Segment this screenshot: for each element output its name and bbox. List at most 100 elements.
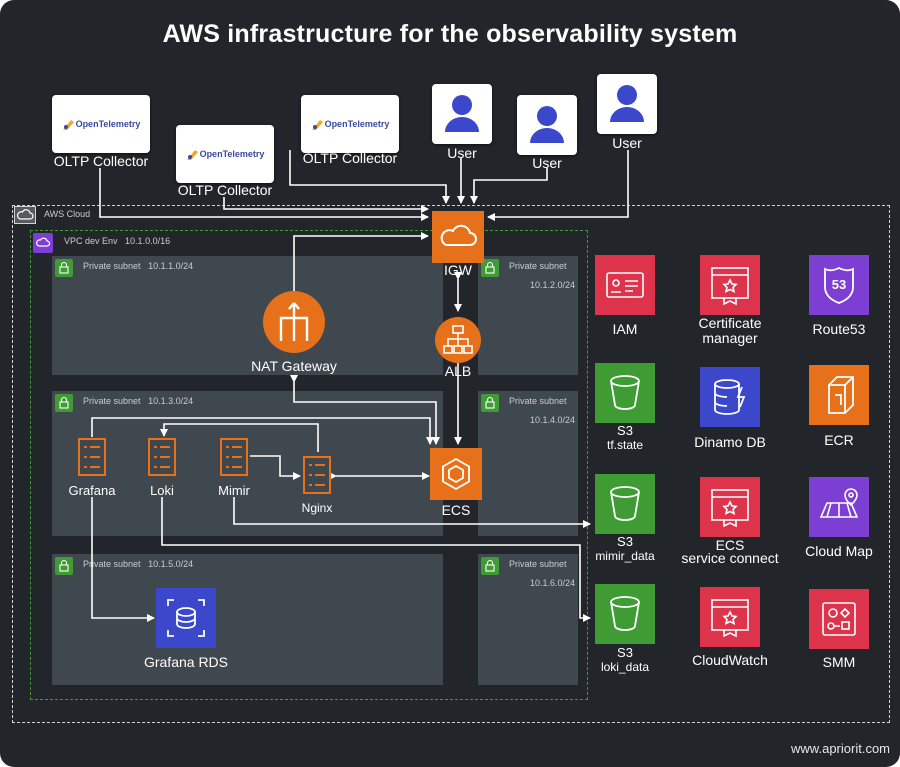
dynamodb-label: Dinamo DB [694, 434, 766, 450]
ecs-service-connect-label-1: ECS [715, 537, 745, 553]
ecs-service-connect-tile [700, 477, 760, 537]
alb-node [435, 317, 481, 363]
ecs-service-connect-label-2: service connect [681, 550, 779, 566]
ecs-icon [442, 457, 470, 491]
grafana-task-icon [76, 437, 108, 477]
iam-icon [606, 272, 644, 298]
route53-label: Route53 [812, 321, 866, 337]
collector-label: OLTP Collector [53, 153, 149, 169]
aws-cloud-boundary [12, 205, 890, 723]
otel-collector-card: OpenTelemetry [176, 125, 274, 183]
subnet-name: Private subnet [83, 559, 141, 569]
database-icon [167, 599, 205, 637]
cloud-icon [440, 224, 477, 246]
loki-label: Loki [150, 483, 174, 498]
cloudwatch-tile [700, 587, 760, 647]
user-card [517, 95, 577, 155]
bucket-icon [610, 375, 640, 410]
cloud-map-icon [819, 488, 859, 518]
subnet-1-label: Private subnet 10.1.1.0/24 [83, 261, 193, 271]
subnet-2-cidr: 10.1.2.0/24 [530, 280, 576, 290]
alb-label: ALB [444, 363, 472, 379]
igw-node [432, 211, 484, 263]
diagram-title: AWS infrastructure for the observability… [162, 20, 738, 48]
iam-tile [595, 255, 655, 315]
dynamodb-tile [700, 367, 760, 427]
dynamodb-icon [714, 379, 746, 415]
subnet-6-cidr: 10.1.6.0/24 [530, 578, 576, 588]
vpc-label: VPC dev Env 10.1.0.0/16 [64, 236, 170, 246]
user-icon [445, 95, 479, 132]
certificate-manager-label-1: Certificate [698, 315, 762, 331]
subnet-5 [52, 554, 443, 685]
certificate-icon [711, 267, 749, 306]
telescope-icon [186, 150, 198, 160]
vpc-name: VPC dev Env [64, 236, 118, 246]
igw-label: IGW [444, 262, 472, 278]
user-icon [530, 106, 564, 143]
lock-icon [55, 259, 73, 277]
subnet-5-label: Private subnet 10.1.5.0/24 [83, 559, 193, 569]
subnet-6 [478, 554, 578, 685]
grafana-label: Grafana [68, 483, 116, 498]
iam-label: IAM [612, 321, 638, 337]
otel-collector-card: OpenTelemetry [52, 95, 150, 153]
telescope-icon [311, 120, 323, 130]
mimir-task-icon [218, 437, 250, 477]
vpc-icon [33, 233, 53, 253]
vpc-boundary [30, 230, 588, 700]
collector-label: OLTP Collector [302, 150, 398, 166]
certificate-manager-label-2: manager [702, 330, 758, 346]
otel-logo-text: OpenTelemetry [199, 149, 265, 159]
cloud-map-label: Cloud Map [805, 543, 873, 559]
cloudwatch-icon [711, 599, 749, 638]
nginx-task-icon [301, 455, 333, 495]
nat-gateway-label: NAT Gateway [251, 358, 337, 374]
s3-tfstate-label-2: tf.state [606, 438, 644, 452]
s3-loki-tile [595, 584, 655, 644]
mimir-label: Mimir [218, 483, 250, 498]
subnet-name: Private subnet [83, 261, 141, 271]
user-label: User [612, 135, 642, 151]
cloudwatch-label: CloudWatch [692, 652, 768, 668]
rds-label: Grafana RDS [143, 654, 229, 670]
lock-icon [55, 394, 73, 412]
lock-icon [481, 557, 499, 575]
ecs-label: ECS [441, 502, 471, 518]
ecr-tile [809, 365, 869, 425]
nat-gateway-node [263, 291, 325, 353]
subnet-cidr: 10.1.5.0/24 [148, 559, 194, 569]
loki-task-icon [146, 437, 178, 477]
s3-mimir-label-2: mimir_data [595, 549, 655, 563]
s3-loki-label-1: S3 [617, 645, 633, 660]
route53-icon [824, 266, 854, 304]
subnet-cidr: 10.1.3.0/24 [148, 396, 194, 406]
nat-gateway-icon [279, 302, 309, 341]
smm-tile [809, 589, 869, 649]
otel-logo-text: OpenTelemetry [324, 119, 390, 129]
s3-tfstate-tile [595, 363, 655, 423]
subnet-name: Private subnet [83, 396, 141, 406]
subnet-3-label: Private subnet 10.1.3.0/24 [83, 396, 193, 406]
subnet-cidr: 10.1.1.0/24 [148, 261, 194, 271]
vpc-cidr: 10.1.0.0/16 [125, 236, 171, 246]
s3-mimir-tile [595, 474, 655, 534]
user-label: User [447, 145, 477, 161]
load-balancer-icon [443, 325, 473, 354]
bucket-icon [610, 596, 640, 631]
lock-icon [481, 259, 499, 277]
s3-loki-label-2: loki_data [600, 660, 650, 674]
subnet-2-name: Private subnet [509, 261, 567, 271]
cloud-map-tile [809, 477, 869, 537]
otel-logo-text: OpenTelemetry [75, 119, 141, 129]
subnet-4-name: Private subnet [509, 396, 567, 406]
subnet-1 [52, 256, 443, 375]
smm-label: SMM [822, 654, 856, 670]
lock-icon [55, 557, 73, 575]
user-card [432, 84, 492, 144]
certificate-manager-tile [700, 255, 760, 315]
footer-url[interactable]: www.apriorit.com [791, 741, 890, 756]
bucket-icon [610, 486, 640, 521]
